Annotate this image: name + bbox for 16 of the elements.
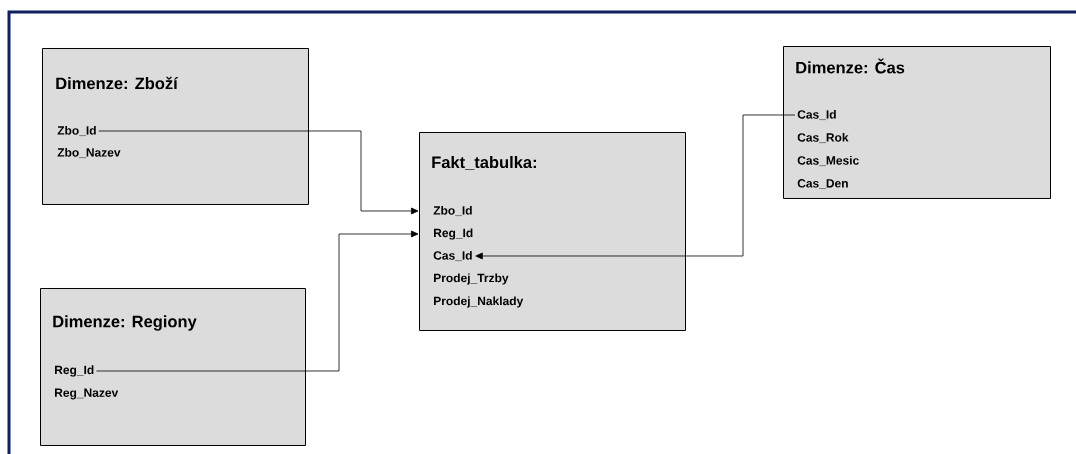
field-name: Prodej_Naklady bbox=[434, 296, 524, 308]
field-name: Cas_Den bbox=[797, 179, 848, 189]
field-name: Zbo_Nazev bbox=[57, 147, 121, 159]
field-name: Cas_Id bbox=[797, 109, 836, 121]
connector-arrow bbox=[475, 114, 796, 260]
field-name: Cas_Mesic bbox=[797, 155, 859, 167]
connector-arrow bbox=[98, 130, 419, 215]
connector-arrow bbox=[96, 230, 419, 372]
field-name: Zbo_Id bbox=[57, 125, 96, 137]
field-name: Reg_Nazev bbox=[55, 388, 119, 400]
field-name: Prodej_Trzby bbox=[434, 273, 509, 285]
field-name: Zbo_Id bbox=[433, 205, 472, 217]
field-name: Reg_Id bbox=[55, 365, 94, 377]
field-name: Reg_Id bbox=[434, 228, 473, 240]
field-name: Cas_Rok bbox=[797, 132, 849, 144]
field-name: Cas_Id bbox=[433, 250, 472, 262]
